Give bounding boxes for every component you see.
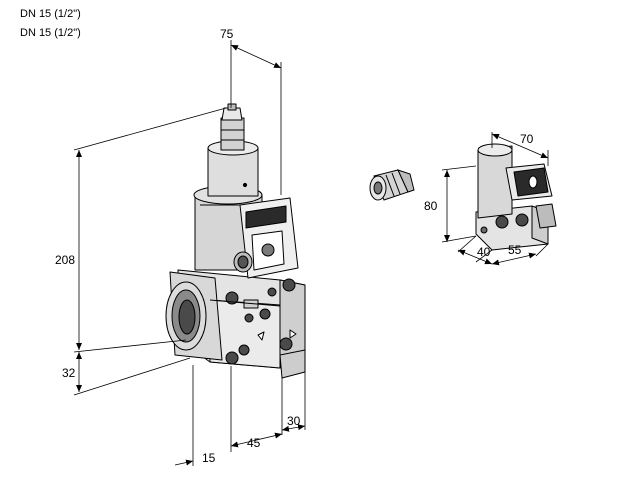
- inlet-flange: [165, 271, 223, 361]
- dim-45-label: 45: [247, 436, 261, 450]
- base-block: [279, 349, 306, 379]
- dim-40-label: 40: [477, 245, 491, 259]
- cable-gland: [369, 169, 415, 201]
- dim-70-label: 70: [520, 132, 534, 146]
- main-valve-assembly: [165, 103, 306, 379]
- dim-15-label: 15: [202, 451, 216, 465]
- dim-80-label: 80: [424, 199, 438, 213]
- dim-32-label: 32: [62, 366, 76, 380]
- body-screws: [225, 278, 296, 365]
- dim-75-label: 75: [220, 27, 234, 41]
- connector-plate: [233, 197, 299, 279]
- dimension-labels: 75 208 32 15 45 30 70 80 40 55: [55, 27, 534, 465]
- dimension-lines: [73, 40, 549, 466]
- dim-55-label: 55: [508, 243, 522, 257]
- body-details: [209, 299, 297, 341]
- coil-assembly: [475, 143, 557, 251]
- header-size-label-2: DN 15 (1/2"): [20, 27, 81, 39]
- dim-208-label: 208: [55, 253, 75, 267]
- header-size-label-1: DN 15 (1/2"): [20, 8, 81, 20]
- dim-30-label: 30: [287, 414, 301, 428]
- adjustment-spindle: [220, 103, 245, 151]
